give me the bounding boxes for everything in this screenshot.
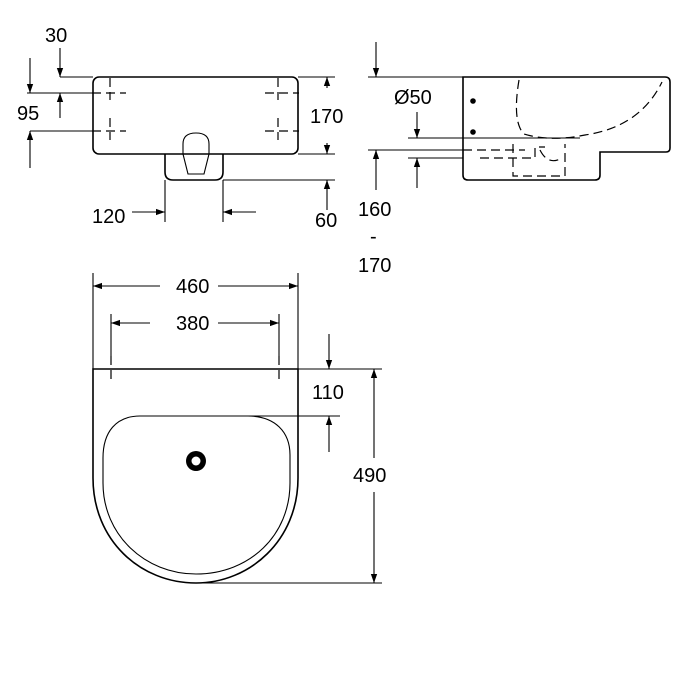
label-160: 160 (358, 199, 391, 221)
front-basin-body (92, 76, 299, 155)
label-95: 95 (17, 103, 39, 125)
label-490: 490 (353, 465, 386, 487)
side-basin-body (462, 76, 671, 181)
plan-depth-dimensions (196, 334, 382, 584)
label-120: 120 (92, 206, 125, 228)
plan-view: 460 380 110 490 (92, 273, 386, 584)
side-dimensions (368, 42, 463, 190)
side-fixing-hole-top (470, 98, 476, 104)
label-170-front: 170 (310, 106, 343, 128)
plan-drain-inner (191, 456, 201, 466)
label-dash: - (370, 226, 377, 248)
label-460: 460 (176, 276, 209, 298)
front-outlet-box (164, 154, 224, 181)
front-drain-shape (182, 132, 210, 175)
label-170-side: 170 (358, 255, 391, 277)
front-bottom-dimensions (132, 180, 256, 222)
front-hidden-fixings (92, 78, 299, 140)
plan-basin-outline (92, 368, 299, 584)
side-fixing-hole-bottom (470, 129, 476, 135)
label-30: 30 (45, 25, 67, 47)
label-110: 110 (312, 382, 344, 404)
side-view: Ø50 160 - 170 (358, 42, 671, 277)
side-hidden-bowl (515, 79, 663, 139)
side-hidden-drain (463, 144, 566, 177)
plan-width-dimensions (92, 273, 299, 369)
label-diameter-50: Ø50 (394, 87, 432, 109)
front-left-dimensions (26, 48, 93, 168)
label-380: 380 (176, 313, 209, 335)
front-right-dimensions (223, 76, 335, 210)
plan-basin-bowl (102, 415, 291, 575)
label-60: 60 (315, 210, 337, 232)
front-view: 30 95 170 120 60 (17, 25, 343, 232)
